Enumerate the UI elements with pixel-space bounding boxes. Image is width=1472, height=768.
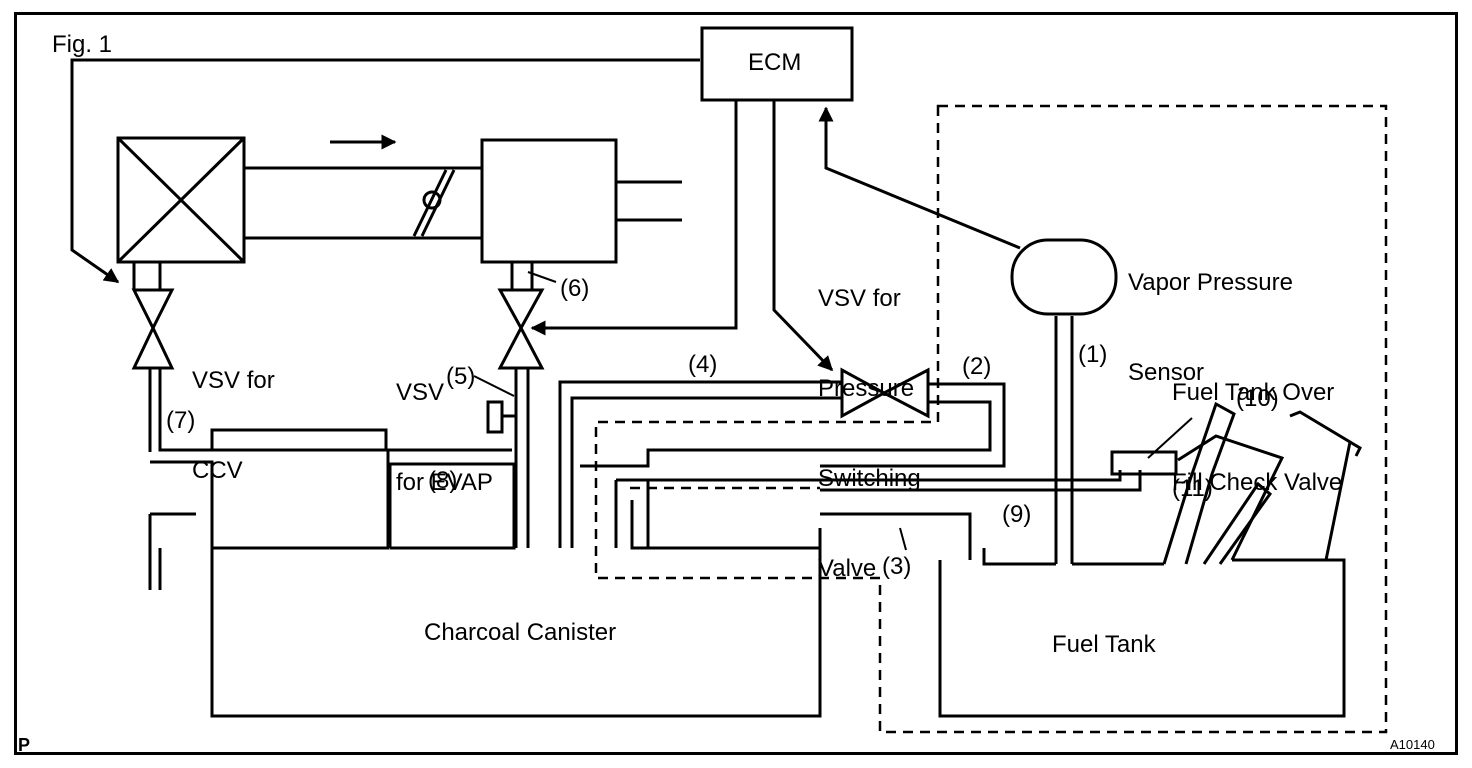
figure-label: Fig. 1: [52, 31, 113, 58]
ref-3: (3): [882, 553, 912, 580]
diagram-frame: [14, 12, 1458, 755]
corner-mark: P: [18, 735, 31, 755]
vsv-pressure-switching-valve: [840, 367, 930, 419]
ref-1: (1): [1078, 341, 1108, 368]
ref-5: (5): [446, 363, 476, 390]
ecm-box: [700, 26, 854, 102]
vapor-sensor-label: Vapor Pressure Sensor: [1128, 269, 1293, 386]
air-cleaner: [116, 136, 246, 264]
ref-2: (2): [962, 353, 992, 380]
vapor-pressure-sensor: [1010, 238, 1118, 316]
vsv-ccv-valve: [131, 262, 175, 452]
intake-duct: [244, 166, 482, 240]
ecm-label: ECM: [748, 49, 802, 76]
ref-6: (6): [560, 275, 590, 302]
throttle-valve: [422, 190, 442, 210]
vsv-ccv-label: VSV for CCV: [192, 367, 275, 484]
intake-chamber: [480, 138, 618, 264]
vsv-evap-label: VSV for EVAP: [396, 379, 493, 496]
canister-label: Charcoal Canister: [424, 619, 617, 646]
ref-10: (10): [1236, 385, 1279, 412]
ref-4: (4): [688, 351, 718, 378]
vsv-evap-valve: [486, 262, 545, 548]
fuel-tank-label: Fuel Tank: [1052, 631, 1156, 658]
ref-7: (7): [166, 407, 196, 434]
ref-9: (9): [1002, 501, 1032, 528]
check-valve-label: Fuel Tank Over Fill Check Valve: [1172, 379, 1343, 496]
filler-neck: [1110, 401, 1362, 565]
figure-code: A10140: [1390, 737, 1435, 752]
ref-11: (11): [1172, 475, 1213, 502]
vsv-pressure-label: VSV for Pressure Switching Valve: [818, 285, 921, 582]
ref-8: (8): [428, 467, 458, 494]
fuel-tank: [938, 558, 1346, 718]
charcoal-canister: [210, 528, 822, 718]
